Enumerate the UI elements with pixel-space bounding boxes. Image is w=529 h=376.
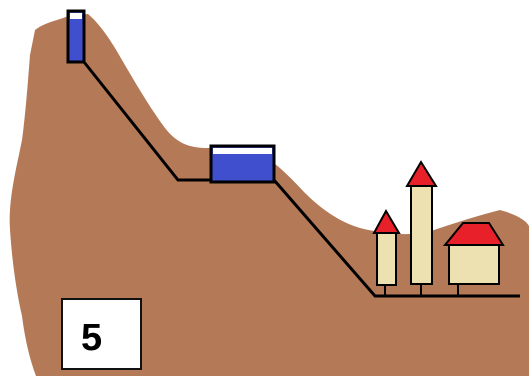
tall-tower <box>407 162 436 296</box>
number-label-box: 5 <box>61 298 142 370</box>
middle-reservoir-air-gap <box>213 148 272 154</box>
number-label: 5 <box>81 319 102 357</box>
small-tower <box>374 211 399 296</box>
upper-tank-air-gap <box>70 13 82 19</box>
